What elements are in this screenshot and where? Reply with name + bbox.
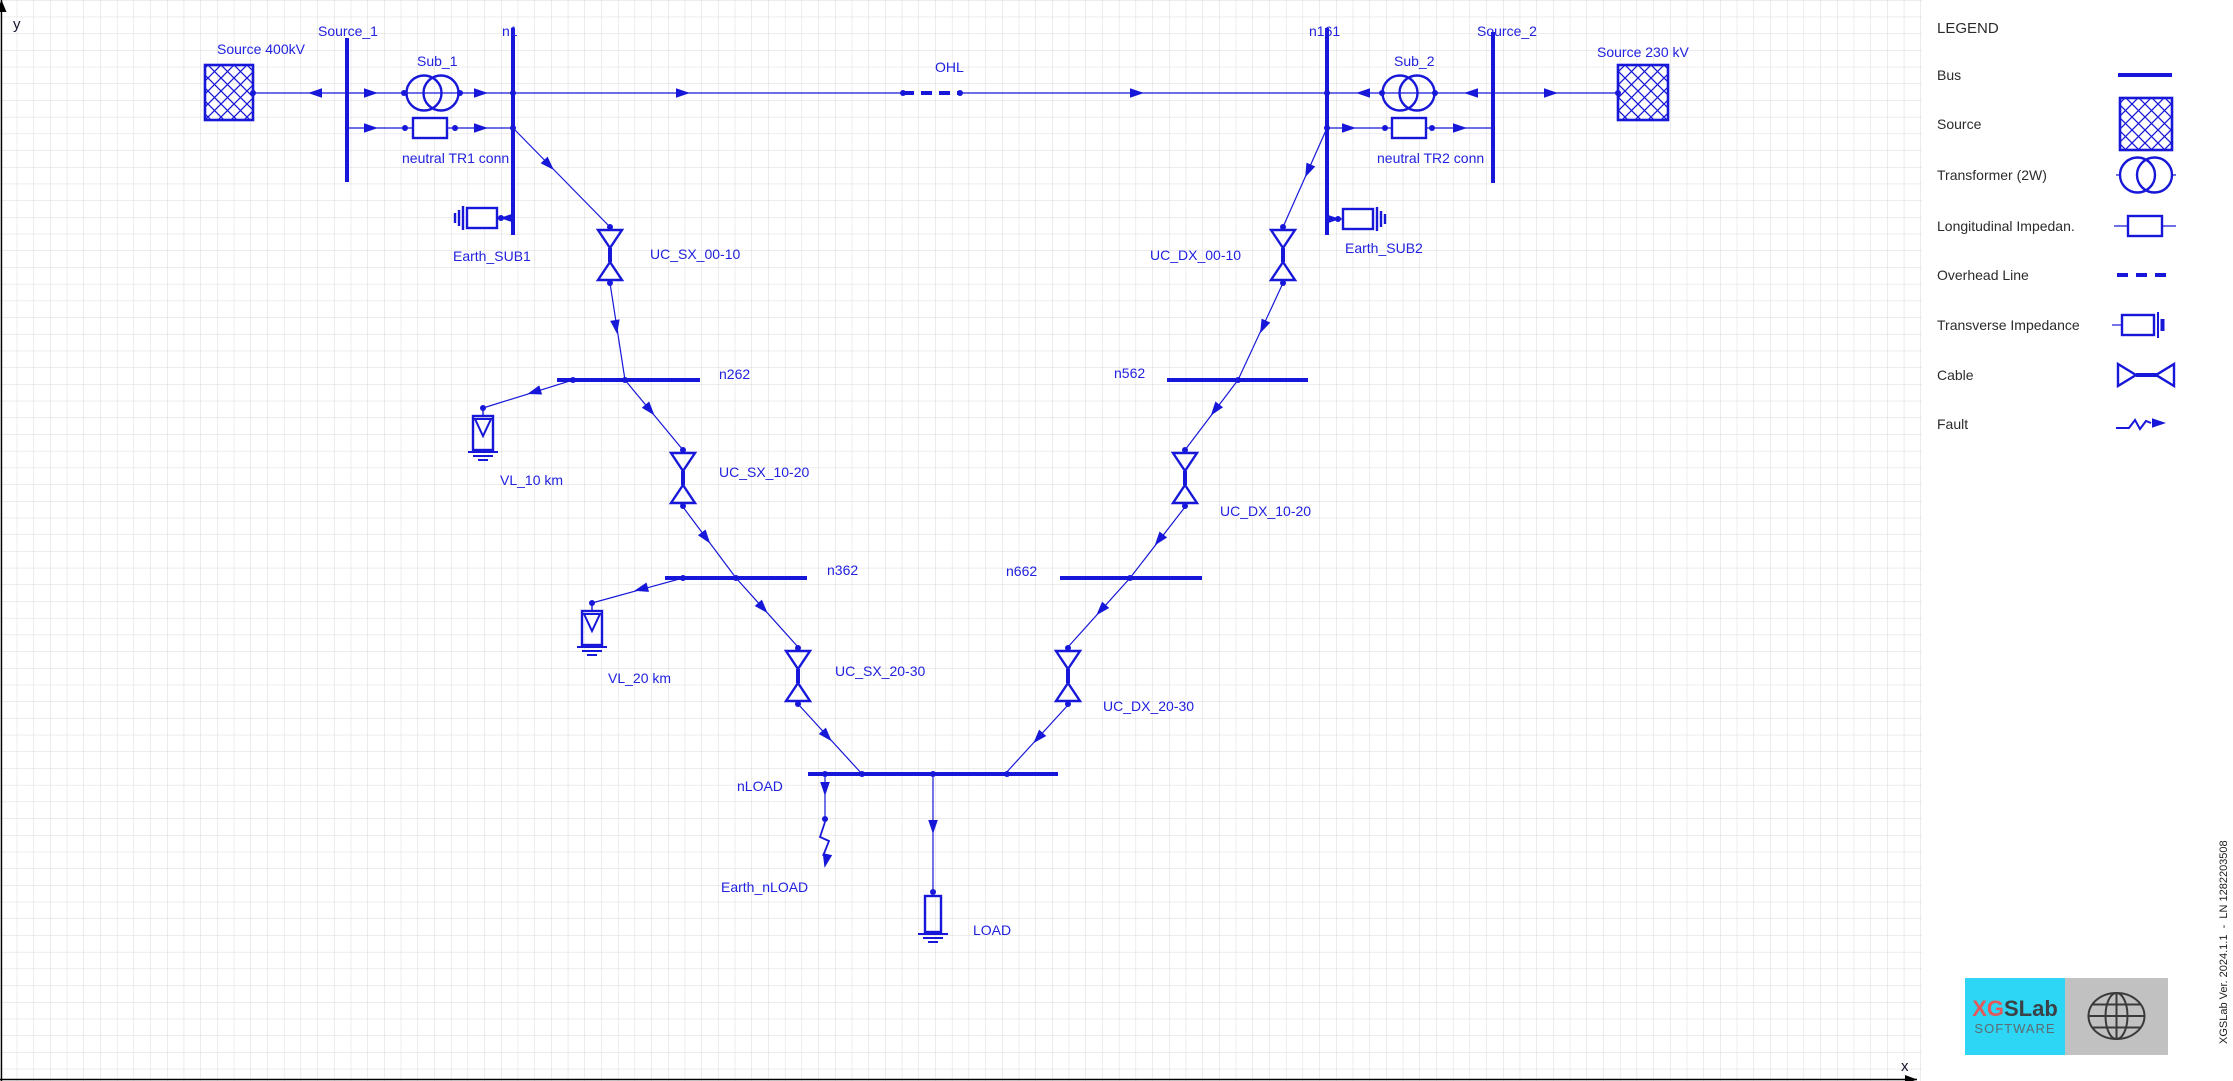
label-neutral-tr1: neutral TR1 conn xyxy=(402,150,509,166)
label-source-400kv: Source 400kV xyxy=(217,41,306,57)
earth-nload-fault-symbol[interactable] xyxy=(818,821,833,869)
label-n161: n161 xyxy=(1309,23,1340,39)
label-n1: n1 xyxy=(502,23,518,39)
source-230kv-symbol[interactable] xyxy=(1616,63,1670,122)
source-400kv-symbol[interactable] xyxy=(203,63,255,122)
legend-item-cable: Cable xyxy=(1937,367,1974,383)
legend-panel: LEGEND Bus Source Transformer (2W) Longi… xyxy=(1937,20,2176,432)
transverse-impedance-icon xyxy=(2112,312,2165,338)
xgslab-logo: XGSLab SOFTWARE xyxy=(1965,978,2168,1055)
fault-icon xyxy=(2116,418,2166,431)
label-uc-sx-00-10: UC_SX_00-10 xyxy=(650,246,740,262)
label-n262: n262 xyxy=(719,366,750,382)
longitudinal-impedance-icon xyxy=(2114,214,2176,238)
neutral-tr1-impedance-symbol[interactable] xyxy=(411,116,449,140)
junction-dots xyxy=(250,90,1621,822)
xgslab-brand: XGSLab xyxy=(1972,997,2058,1020)
label-ohl: OHL xyxy=(935,59,964,75)
label-sub1: Sub_1 xyxy=(417,53,458,69)
label-uc-sx-10-20: UC_SX_10-20 xyxy=(719,464,809,480)
xgslab-globe-block xyxy=(2065,978,2168,1055)
legend-item-fault: Fault xyxy=(1937,416,1968,432)
legend-item-transverse-impedance: Transverse Impedance xyxy=(1937,317,2080,333)
legend-item-bus: Bus xyxy=(1937,67,1961,83)
label-vl-10km: VL_10 km xyxy=(500,472,563,488)
neutral-tr2-impedance-symbol[interactable] xyxy=(1390,116,1428,140)
legend-item-longitudinal-impedance: Longitudinal Impedan. xyxy=(1937,218,2075,234)
globe-icon xyxy=(2087,992,2146,1040)
label-earth-sub2: Earth_SUB2 xyxy=(1345,240,1423,256)
label-n662: n662 xyxy=(1006,563,1037,579)
label-uc-dx-10-20: UC_DX_10-20 xyxy=(1220,503,1311,519)
label-nload: nLOAD xyxy=(737,778,783,794)
xgslab-brand-slab: SLab xyxy=(2004,996,2058,1022)
y-axis-label: y xyxy=(13,16,21,33)
legend-item-overhead-line: Overhead Line xyxy=(1937,267,2029,283)
xgslab-software-label: SOFTWARE xyxy=(1974,1021,2056,1037)
label-sub2: Sub_2 xyxy=(1394,53,1435,69)
label-source-230kv: Source 230 kV xyxy=(1597,44,1689,60)
label-uc-dx-20-30: UC_DX_20-30 xyxy=(1103,698,1194,714)
label-load: LOAD xyxy=(973,922,1011,938)
label-neutral-tr2: neutral TR2 conn xyxy=(1377,150,1484,166)
label-n362: n362 xyxy=(827,562,858,578)
grid-background xyxy=(0,0,1922,1081)
footer-version-line: XGSLab Ver. 2024.1.1 - LN 1282203508 xyxy=(2218,840,2230,1044)
legend-item-transformer: Transformer (2W) xyxy=(1937,167,2047,183)
label-earth-nload: Earth_nLOAD xyxy=(721,879,808,895)
xgslab-brand-xg: XG xyxy=(1972,996,2004,1022)
label-uc-sx-20-30: UC_SX_20-30 xyxy=(835,663,925,679)
label-uc-dx-00-10: UC_DX_00-10 xyxy=(1150,247,1241,263)
source-icon xyxy=(2118,96,2174,152)
axes: y x xyxy=(0,0,1917,1081)
legend-item-source: Source xyxy=(1937,116,1982,132)
label-bus-source1: Source_1 xyxy=(318,23,378,39)
xgslab-logo-text-block: XGSLab SOFTWARE xyxy=(1965,978,2065,1055)
label-vl-20km: VL_20 km xyxy=(608,670,671,686)
transformer-icon xyxy=(2116,156,2176,194)
x-axis-arrow-icon xyxy=(1905,1075,1917,1081)
legend-title: LEGEND xyxy=(1937,20,1999,37)
label-bus-source2: Source_2 xyxy=(1477,23,1537,39)
plot-footer-rotated: XGSLab Ver. 2024.1.1 - LN 1282203508 1.1… xyxy=(2192,840,2233,1044)
cable-icon xyxy=(2116,361,2176,389)
earth-sub1-symbol[interactable] xyxy=(453,206,499,230)
x-axis-label: x xyxy=(1901,1058,1909,1075)
earth-sub2-symbol[interactable] xyxy=(1341,207,1387,231)
label-earth-sub1: Earth_SUB1 xyxy=(453,248,531,264)
label-n562: n562 xyxy=(1114,365,1145,381)
component-labels: Source 400kV Source_1 Sub_1 n1 neutral T… xyxy=(217,23,1689,938)
y-axis-arrow-icon xyxy=(0,0,7,12)
